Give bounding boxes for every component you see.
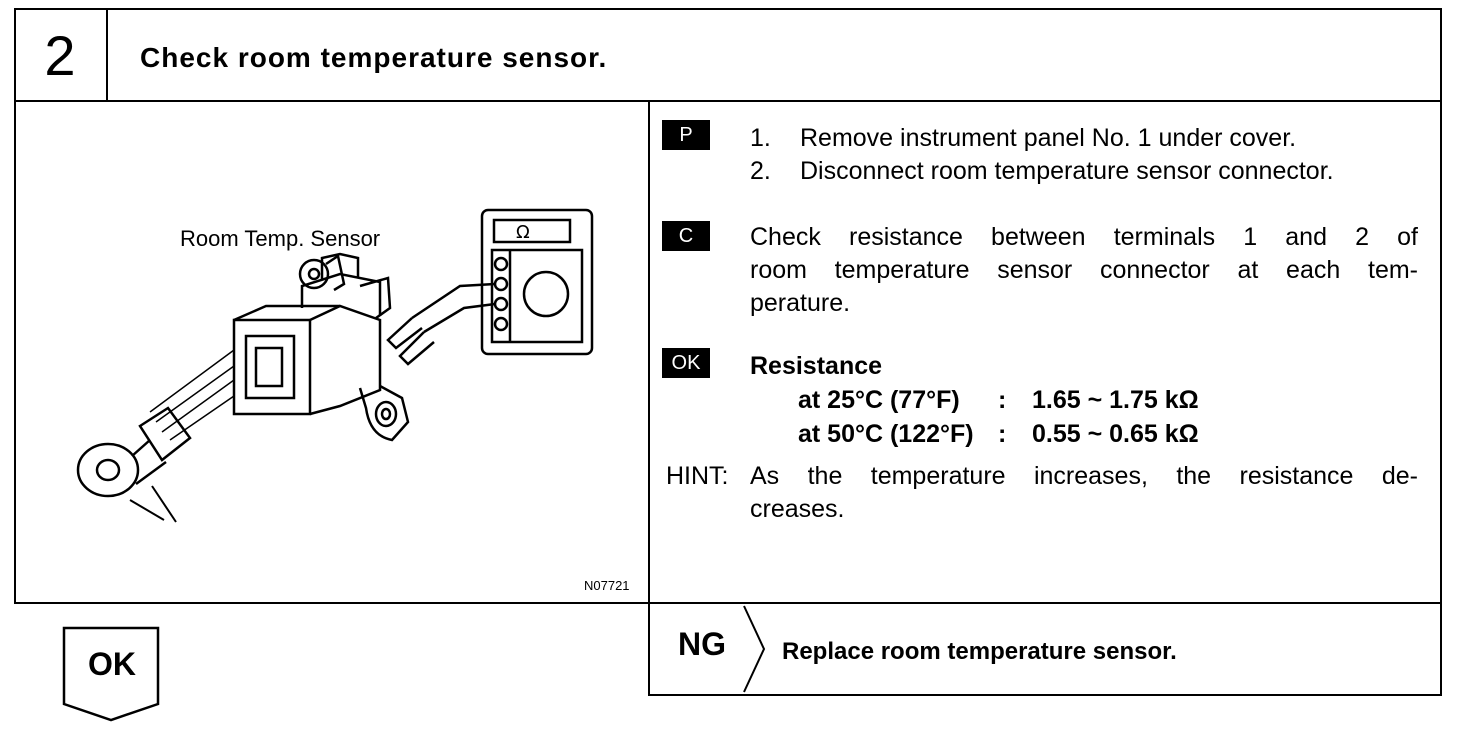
bracket-hole	[374, 400, 398, 428]
step-number-divider	[106, 8, 108, 102]
hint-line: As the temperature increases, the resist…	[750, 462, 1418, 490]
check-line: Check resistance between terminals 1 and…	[750, 223, 1418, 251]
ok-tag: OK	[662, 348, 710, 378]
hint-line: creases.	[750, 495, 845, 523]
step-number: 2	[44, 24, 76, 87]
prep-step-text: Disconnect room temperature sensor conne…	[800, 157, 1334, 185]
ohmmeter-jack	[493, 276, 509, 292]
header-divider	[14, 100, 1442, 102]
prep-step-num: 2.	[750, 157, 771, 185]
check-line: perature.	[750, 289, 851, 317]
terminal-ring	[76, 442, 140, 498]
harness-clamp	[138, 406, 192, 462]
figure-code: N07721	[584, 578, 630, 593]
spec-value: 1.65 ~ 1.75 kΩ	[1032, 386, 1199, 414]
column-divider	[648, 100, 650, 694]
ng-result-box	[648, 602, 1442, 696]
ohm-symbol: Ω	[516, 222, 530, 243]
step-title: Check room temperature sensor.	[140, 42, 608, 73]
hint-label: HINT:	[666, 462, 729, 490]
check-line: room temperature sensor connector at eac…	[750, 256, 1418, 284]
spec-value: 0.55 ~ 0.65 kΩ	[1032, 420, 1199, 448]
ohmmeter-dial	[522, 270, 570, 318]
test-probe	[398, 331, 435, 366]
spec-separator: :	[998, 420, 1007, 448]
ohmmeter-display	[492, 218, 572, 244]
ng-chevron	[743, 605, 766, 693]
ohmmeter-face	[490, 248, 584, 344]
ohmmeter-jack	[493, 256, 509, 272]
test-probe	[386, 317, 423, 350]
ohmmeter-jack	[493, 316, 509, 332]
ng-label: NG	[678, 626, 726, 662]
sensor-label: Room Temp. Sensor	[180, 226, 381, 251]
check-tag: C	[662, 221, 710, 251]
spec-condition: at 25°C (77°F)	[798, 386, 960, 414]
spec-heading: Resistance	[750, 352, 883, 380]
sensor-ohmmeter-illustration: Ω	[76, 208, 594, 523]
ng-action: Replace room temperature sensor.	[782, 638, 1177, 665]
ohmmeter-body	[480, 208, 594, 356]
spec-condition: at 50°C (122°F)	[798, 420, 974, 448]
ok-arrow-box	[62, 626, 160, 722]
sensor-tab	[298, 258, 330, 290]
ohmmeter-jack	[493, 296, 509, 312]
prep-step-num: 1.	[750, 124, 771, 152]
prep-step-text: Remove instrument panel No. 1 under cove…	[800, 124, 1297, 152]
prep-tag: P	[662, 120, 710, 150]
spec-separator: :	[998, 386, 1007, 414]
ok-label: OK	[88, 646, 136, 682]
